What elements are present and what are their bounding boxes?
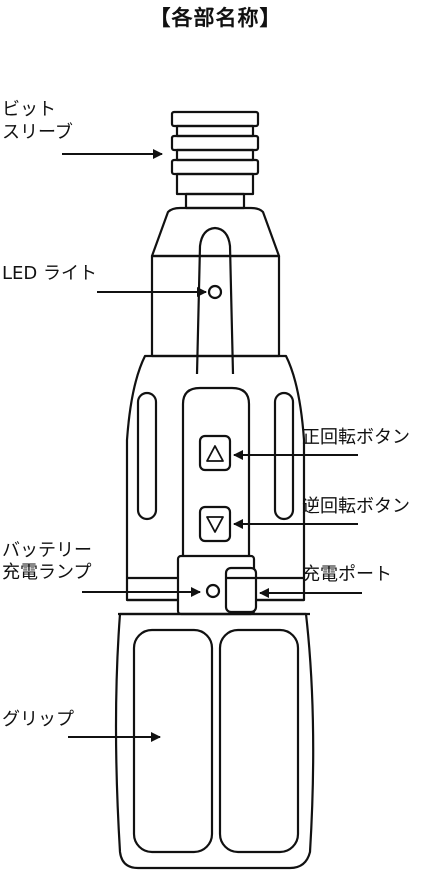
label-grip: グリップ (2, 709, 74, 730)
head-collar (150, 254, 281, 358)
grip-body (114, 612, 315, 870)
label-bit-sleeve-line2: スリーブ (2, 122, 73, 143)
led-arm (195, 226, 235, 375)
bit-sleeve (170, 110, 260, 210)
forward-button[interactable] (198, 434, 232, 472)
pointer-arrows (62, 149, 362, 742)
label-forward-button: 正回転ボタン (302, 427, 410, 448)
side-slot-left (136, 391, 158, 521)
charge-port[interactable] (224, 566, 258, 614)
label-charge-port: 充電ポート (302, 564, 392, 585)
label-reverse-button: 逆回転ボタン (302, 496, 410, 517)
grip-pad-right (218, 628, 300, 854)
reverse-button[interactable] (198, 505, 232, 543)
up-triangle-icon (206, 445, 224, 462)
label-bit-sleeve-line1: ビット (2, 99, 56, 120)
led-light-icon (207, 284, 223, 300)
button-panel (181, 386, 251, 556)
label-led-light: LED ライト (2, 263, 97, 284)
grip-pad-left (132, 628, 214, 854)
battery-charge-lamp-icon (205, 583, 221, 599)
down-triangle-icon (206, 516, 224, 533)
diagram-title: 【各部名称】 (149, 6, 282, 30)
label-battery-lamp-line1: バッテリー (2, 540, 92, 561)
label-battery-lamp-line2: 充電ランプ (2, 562, 92, 583)
head-body (150, 206, 281, 258)
